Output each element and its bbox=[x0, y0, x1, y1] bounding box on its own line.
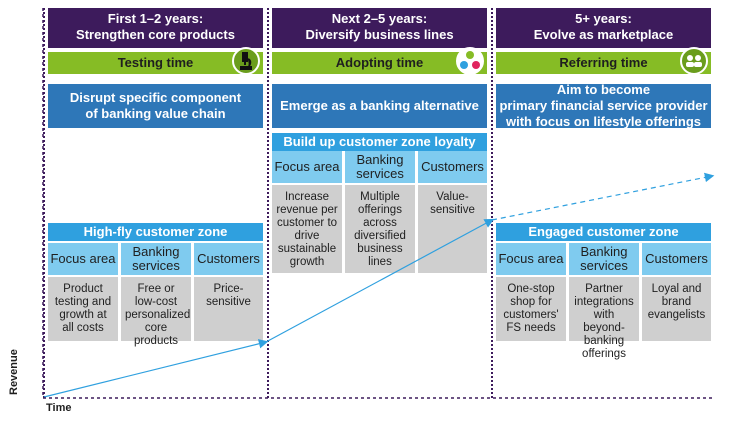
phase-header-3: 5+ years: Evolve as marketplace bbox=[496, 8, 711, 48]
goal-box-3: Aim to become primary financial service … bbox=[496, 82, 711, 129]
zone1-cell-focus: Product testing and growth at all costs bbox=[48, 277, 118, 341]
trend-line-phase2 bbox=[265, 218, 495, 343]
group-icon bbox=[680, 47, 708, 75]
zone3-cell-focus: One-stop shop for customers' FS needs bbox=[496, 277, 566, 341]
x-axis-label: Time bbox=[46, 402, 72, 414]
stage-bar-adopting: Adopting time bbox=[272, 52, 487, 74]
goal-line: Emerge as a banking alternative bbox=[280, 98, 479, 113]
phase-divider-1 bbox=[43, 8, 45, 398]
y-axis-label: Revenue bbox=[8, 349, 20, 395]
stage-bar-referring: Referring time bbox=[496, 52, 711, 74]
phase-title-line2: Evolve as marketplace bbox=[533, 27, 674, 42]
zone1-head-services: Banking services bbox=[121, 243, 191, 275]
phase-title-line2: Strengthen core products bbox=[76, 27, 235, 42]
zone2-head-services: Banking services bbox=[345, 151, 415, 183]
head-label: Focus area bbox=[498, 251, 564, 266]
phase-title-line1: Next 2–5 years: bbox=[331, 11, 428, 26]
stage-label: Adopting time bbox=[335, 55, 424, 70]
head-label: Customers bbox=[645, 251, 708, 266]
head-label: Focus area bbox=[50, 251, 116, 266]
trend-line-phase3 bbox=[491, 172, 715, 221]
zone3-cell-customers: Loyal and brand evangelists bbox=[642, 277, 711, 341]
stage-label: Testing time bbox=[117, 55, 194, 70]
zone-title-engaged: Engaged customer zone bbox=[496, 223, 711, 241]
head-label: Banking services bbox=[356, 152, 404, 181]
microscope-icon bbox=[232, 47, 260, 75]
head-label: Customers bbox=[197, 251, 260, 266]
goal-line: Aim to become bbox=[556, 82, 651, 97]
phase-title-line1: 5+ years: bbox=[575, 11, 632, 26]
zone1-cell-services: Free or low-cost personalized core produ… bbox=[121, 277, 191, 347]
head-label: Customers bbox=[421, 159, 484, 174]
zone-title-loyalty: Build up customer zone loyalty bbox=[272, 133, 487, 151]
people-circle-icon bbox=[456, 47, 484, 75]
phase-title-line1: First 1–2 years: bbox=[107, 11, 204, 26]
zone3-head-focus: Focus area bbox=[496, 243, 566, 275]
zone3-head-services: Banking services bbox=[569, 243, 639, 275]
goal-line: of banking value chain bbox=[85, 106, 226, 121]
zone3-head-customers: Customers bbox=[642, 243, 711, 275]
phase-header-2: Next 2–5 years: Diversify business lines bbox=[272, 8, 487, 48]
zone1-cell-customers: Price- sensitive bbox=[194, 277, 263, 341]
head-label: Focus area bbox=[274, 159, 340, 174]
zone2-head-focus: Focus area bbox=[272, 151, 342, 183]
zone1-head-customers: Customers bbox=[194, 243, 263, 275]
zone2-cell-focus: Increase revenue per customer to drive s… bbox=[272, 185, 342, 273]
phase-title-line2: Diversify business lines bbox=[305, 27, 454, 42]
zone-title-high-fly: High-fly customer zone bbox=[48, 223, 263, 241]
head-label: Banking services bbox=[580, 244, 628, 273]
goal-line: Disrupt specific component bbox=[69, 90, 242, 105]
goal-box-1: Disrupt specific component of banking va… bbox=[48, 84, 263, 128]
phase-divider-3 bbox=[491, 8, 493, 398]
zone2-cell-services: Multiple offerings across diversified bu… bbox=[345, 185, 415, 273]
zone2-head-customers: Customers bbox=[418, 151, 487, 183]
goal-line: with focus on lifestyle offerings bbox=[505, 114, 701, 129]
head-label: Banking services bbox=[132, 244, 180, 273]
goal-box-2: Emerge as a banking alternative bbox=[272, 84, 487, 128]
zone1-head-focus: Focus area bbox=[48, 243, 118, 275]
stage-bar-testing: Testing time bbox=[48, 52, 263, 74]
zone3-cell-services: Partner integrations with beyond- bankin… bbox=[569, 277, 639, 360]
trend-line-phase1 bbox=[43, 339, 269, 398]
goal-line: primary financial service provider bbox=[499, 98, 708, 113]
phase-header-1: First 1–2 years: Strengthen core product… bbox=[48, 8, 263, 48]
stage-label: Referring time bbox=[559, 55, 648, 70]
phase-divider-2 bbox=[267, 8, 269, 398]
